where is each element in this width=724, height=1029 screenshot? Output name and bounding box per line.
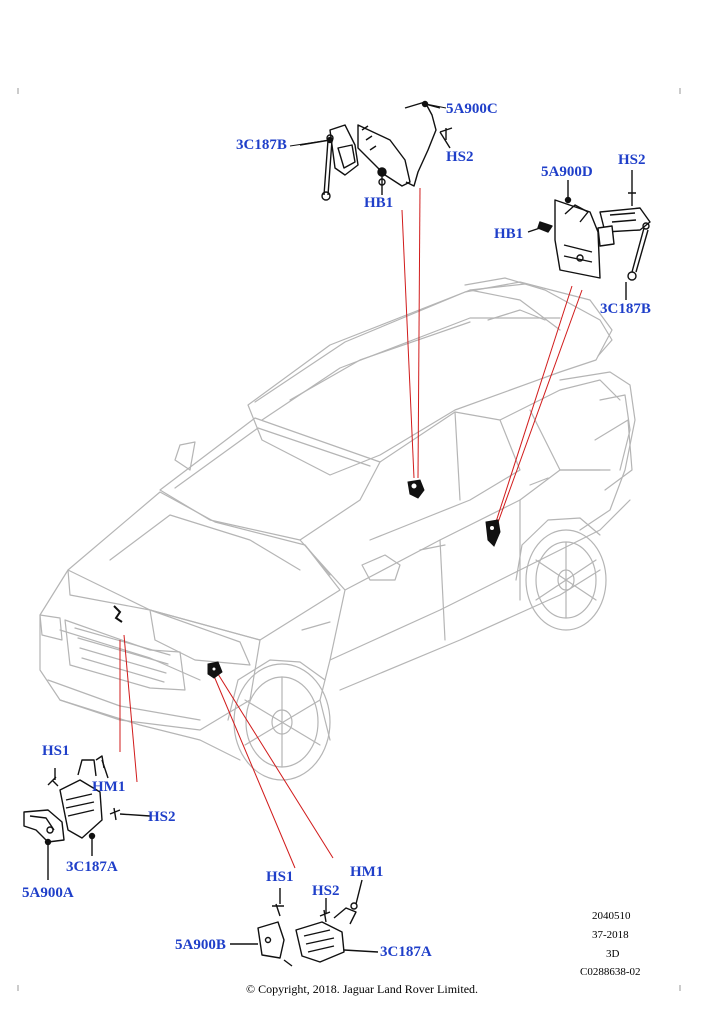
detail-rear-upper-sensor [299,100,453,201]
sensor-on-vehicle-front-left [113,605,123,623]
leader-lines [119,187,583,869]
sensor-on-vehicle-rear-left [407,479,425,499]
detail-front-right-sensor [230,879,379,967]
label-5a900a: 5A900A [22,885,74,901]
meta-line-4: C0288638-02 [580,966,641,978]
label-3c187b-rear-upper: 3C187B [236,137,287,153]
detail-rear-right-sensor [527,170,651,300]
label-hm1-front-right: HM1 [350,864,384,880]
meta-line-3: 3D [606,948,620,960]
label-5a900c: 5A900C [446,101,498,117]
label-hb1-rear-right: HB1 [494,226,524,242]
vehicle-outline [39,277,636,781]
meta-line-1: 2040510 [592,910,631,922]
registration-marks [17,88,681,991]
label-3c187a-front-right: 3C187A [380,944,432,960]
label-5a900d: 5A900D [541,164,593,180]
detail-front-left-sensor [23,755,151,880]
label-3c187a-front-left: 3C187A [66,859,118,875]
label-hs1-front-left: HS1 [42,743,70,759]
label-3c187b-rear-right: 3C187B [600,301,651,317]
label-hs2-front-right: HS2 [312,883,340,899]
sensor-on-vehicle-front-right [207,661,223,679]
label-hs2-front-left: HS2 [148,809,176,825]
label-hb1-rear-upper: HB1 [364,195,394,211]
label-5a900b: 5A900B [175,937,226,953]
meta-line-2: 37-2018 [592,929,629,941]
copyright-notice: © Copyright, 2018. Jaguar Land Rover Lim… [245,982,479,996]
label-hs2-rear-upper: HS2 [446,149,474,165]
label-hs2-rear-right: HS2 [618,152,646,168]
label-hs1-front-right: HS1 [266,869,294,885]
label-hm1-front-left: HM1 [92,779,126,795]
sensor-on-vehicle-rear-right [485,519,501,547]
label-leaders [289,103,447,147]
